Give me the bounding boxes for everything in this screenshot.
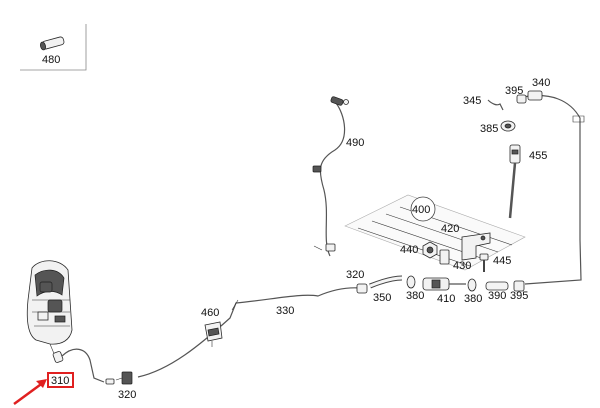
label-460: 460 xyxy=(201,307,219,319)
part-445-bolt[interactable] xyxy=(479,253,489,272)
label-320-top: 320 xyxy=(346,269,364,281)
inset-frame xyxy=(20,24,87,71)
part-380-clamp-right[interactable] xyxy=(467,278,477,292)
highlight-310: 310 xyxy=(13,372,74,406)
part-410-valve[interactable] xyxy=(422,277,466,291)
part-320-fitting-bottom[interactable] xyxy=(105,371,133,385)
label-490: 490 xyxy=(346,137,364,149)
label-320-bottom: 320 xyxy=(118,389,136,401)
highlight-box xyxy=(47,372,74,388)
label-480: 480 xyxy=(42,54,60,66)
label-455: 455 xyxy=(529,150,547,162)
part-390-hose[interactable] xyxy=(485,281,509,291)
part-460-bracket[interactable] xyxy=(204,321,223,347)
part-420-bracket[interactable] xyxy=(461,232,491,261)
label-350: 350 xyxy=(373,292,391,304)
part-430-holder[interactable] xyxy=(439,249,450,265)
label-390: 390 xyxy=(488,290,506,302)
callout-circle-400 xyxy=(410,196,436,222)
label-340: 340 xyxy=(532,77,550,89)
label-395-bottom: 395 xyxy=(510,290,528,302)
label-345: 345 xyxy=(463,95,481,107)
label-445: 445 xyxy=(493,255,511,267)
label-420: 420 xyxy=(441,223,459,235)
part-440-nut[interactable] xyxy=(422,241,438,259)
part-310-heater[interactable] xyxy=(26,260,105,383)
part-340-harness[interactable] xyxy=(516,90,585,285)
part-345-clip[interactable] xyxy=(487,99,504,111)
part-490-sensor-cable[interactable] xyxy=(312,96,349,257)
part-320-fitting-top[interactable] xyxy=(356,283,368,294)
part-385-clamp[interactable] xyxy=(500,120,516,132)
label-385: 385 xyxy=(480,123,498,135)
highlight-arrow xyxy=(13,380,45,406)
label-410: 410 xyxy=(437,293,455,305)
label-430: 430 xyxy=(453,260,471,272)
label-380-right: 380 xyxy=(464,293,482,305)
part-330-pipe[interactable] xyxy=(137,287,361,378)
label-310: 310 xyxy=(51,375,69,387)
part-455-probe[interactable] xyxy=(508,144,521,219)
inset-480: 480 xyxy=(20,24,87,71)
part-395-connector[interactable] xyxy=(513,280,525,292)
label-400: 400 xyxy=(412,204,430,216)
label-440: 440 xyxy=(400,244,418,256)
arrowhead xyxy=(36,379,47,388)
part-380-clamp-left[interactable] xyxy=(406,275,416,289)
label-395-top: 395 xyxy=(505,85,523,97)
part-480-pin[interactable] xyxy=(40,36,65,51)
label-330: 330 xyxy=(276,305,294,317)
part-350-hose[interactable] xyxy=(369,275,403,289)
label-380-left: 380 xyxy=(406,290,424,302)
